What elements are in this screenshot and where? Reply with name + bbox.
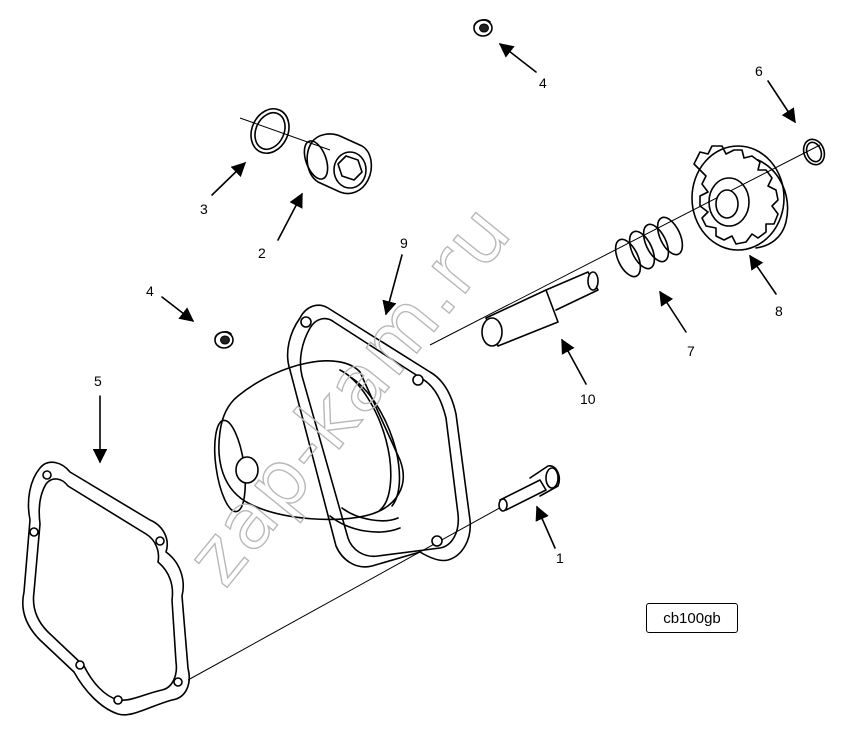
gasket	[22, 461, 190, 716]
drive-gear	[691, 145, 789, 251]
watermark: zap-kam.ru	[170, 188, 530, 602]
callout-5: 5	[94, 373, 102, 389]
callout-1: 1	[556, 550, 564, 566]
spring	[614, 216, 684, 278]
callout-9: 9	[400, 235, 408, 251]
pump-housing	[213, 304, 472, 568]
callout-2: 2	[258, 245, 266, 261]
reference-code: cb100gb	[663, 609, 721, 627]
housing-bolt	[498, 465, 561, 512]
o-ring	[250, 108, 290, 154]
retaining-ring	[802, 138, 826, 166]
callout-3: 3	[200, 201, 208, 217]
hex-plug	[303, 133, 373, 195]
assembly-axis-lines	[187, 117, 821, 681]
nut-left	[214, 331, 234, 349]
leader-arrows	[92, 43, 796, 549]
callout-4-left: 4	[146, 283, 154, 299]
nut-top	[473, 19, 493, 37]
callout-7: 7	[687, 343, 695, 359]
callout-labels: 1 2 3 4 4 5 6 7 8 9 10	[94, 63, 783, 566]
reference-code-box: cb100gb	[646, 603, 738, 633]
callout-4-top: 4	[539, 75, 547, 91]
callout-10: 10	[580, 391, 596, 407]
callout-8: 8	[775, 303, 783, 319]
callout-6: 6	[755, 63, 763, 79]
shaft	[481, 271, 599, 347]
